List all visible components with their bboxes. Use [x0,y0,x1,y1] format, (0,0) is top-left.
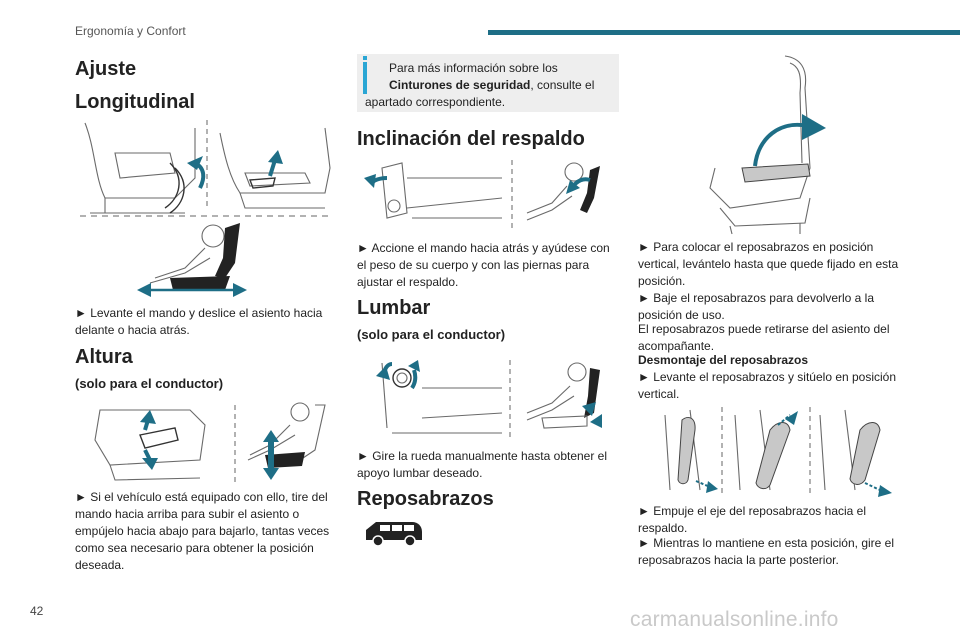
info-icon [363,56,367,94]
altura-subtitle: (solo para el conductor) [75,376,224,391]
page-number: 42 [30,604,44,618]
lumbar-illustration [376,360,602,438]
armrest-text-6: ► Mientras lo mantiene en esta posición,… [638,536,895,567]
header-section-title: Ergonomía y Confort [75,24,186,38]
seat-height-lever-image [94,409,206,481]
armrest-text-5: ► Empuje el eje del reposabrazos hacia e… [638,504,867,535]
heading-lumbar: Lumbar [357,297,431,319]
longitudinal-text: ► Levante el mando y deslice el asiento … [75,306,323,337]
armrest-step-1-image [664,409,718,493]
seat-rail-right-image [219,127,331,209]
heading-longitudinal: Longitudinal [75,91,195,113]
desmontaje-title: Desmontaje del reposabrazos [638,353,809,367]
backrest-lever-image [364,162,503,219]
header-accent-bar [488,30,960,35]
heading-altura: Altura [75,346,133,368]
lumbar-person-image [526,362,602,429]
armrest-text-3: El reposabrazos puede retirarse del asie… [638,322,890,353]
seat-rail-left-image [84,122,206,214]
seated-person-height-image [247,402,326,480]
info-line1: Para más información sobre los [389,61,558,75]
altura-text: ► Si el vehículo está equipado con ello,… [75,490,330,572]
armrest-illustration [709,55,826,235]
lumbar-text: ► Gire la rueda manualmente hasta obtene… [357,449,608,480]
watermark: carmanualsonline.info [630,608,839,631]
heading-ajuste: Ajuste [75,58,137,80]
armrest-step-3-image [819,409,892,497]
heading-inclinacion: Inclinación del respaldo [357,128,585,150]
inclinacion-text: ► Accione el mando hacia atrás y ayúdese… [357,241,610,289]
inclinacion-illustration [364,160,600,228]
reclining-person-image [526,162,600,221]
info-line2: , consulte el [530,78,595,92]
armrest-text-1: ► Para colocar el reposabrazos en posici… [638,240,899,288]
van-icon [366,522,422,547]
info-bold: Cinturones de seguridad [389,78,531,92]
heading-reposabrazos: Reposabrazos [357,488,494,510]
info-line3: apartado correspondiente. [365,95,506,109]
armrest-step-2-image [734,409,798,491]
seated-person-image [137,223,247,297]
altura-illustration [94,402,326,482]
info-box-text: Para más información sobre los Cinturone… [365,60,615,111]
lumbar-subtitle: (solo para el conductor) [357,327,506,342]
info-box: Para más información sobre los Cinturone… [357,54,619,112]
armrest-removal-illustration [664,407,892,497]
longitudinal-illustration [80,120,331,297]
armrest-text-2: ► Baje el reposabrazos para devolverlo a… [638,291,875,322]
lumbar-wheel-image [376,360,503,434]
armrest-text-4: ► Levante el reposabrazos y sitúelo en p… [638,370,897,401]
